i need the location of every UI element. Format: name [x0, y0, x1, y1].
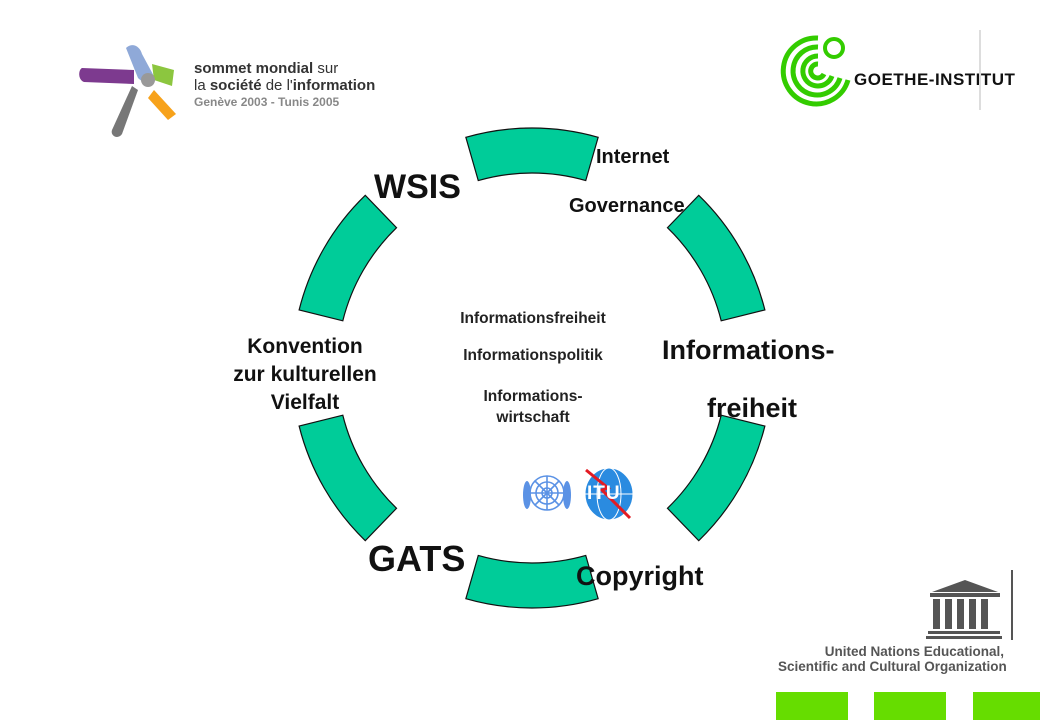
label-wsis: WSIS [374, 168, 461, 206]
label-governance: Governance [569, 195, 685, 217]
goethe-institut-logo: GOETHE-INSTITUT [776, 30, 1015, 110]
un-emblem-icon [523, 475, 571, 511]
label-copyright: Copyright [576, 561, 704, 591]
wsis-logo: sommet mondial sur la société de l'infor… [76, 40, 396, 140]
label-informations: Informations- [662, 335, 835, 365]
unesco-full-name: United Nations Educational, Scientific a… [778, 644, 1007, 674]
segment-lower-right [666, 414, 766, 542]
accent-square-1 [776, 692, 848, 720]
segment-bottom [465, 554, 599, 609]
segment-upper-left [298, 194, 398, 322]
segment-top [465, 127, 599, 182]
wsis-logo-text: sommet mondial sur la société de l'infor… [194, 60, 376, 109]
itu-logo: ITU [582, 464, 636, 522]
unesco-logo: United Nations Educational, Scientific a… [778, 570, 1018, 680]
label-konvention: Konvention zur kulturellen Vielfalt [233, 335, 377, 414]
goethe-institut-name: GOETHE-INSTITUT [854, 70, 1016, 89]
accent-square-3 [973, 692, 1040, 720]
unesco-temple-icon [926, 580, 1002, 639]
itu-text: ITU [587, 483, 621, 504]
center-informationswirtschaft: Informations- wirtschaft [483, 388, 583, 426]
wsis-star-icon [79, 45, 176, 137]
label-freiheit: freiheit [707, 393, 798, 423]
goethe-spiral-icon [780, 35, 851, 107]
accent-square-2 [874, 692, 946, 720]
label-internet: Internet [596, 146, 670, 168]
segment-lower-left [298, 414, 398, 542]
segment-upper-right [666, 194, 766, 322]
label-gats: GATS [368, 538, 466, 579]
itu-globe-icon [584, 467, 634, 521]
center-informationsfreiheit: Informationsfreiheit [460, 310, 606, 327]
center-informationspolitik: Informationspolitik [463, 347, 603, 364]
goethe-divider [979, 30, 981, 110]
unesco-divider [1011, 570, 1013, 640]
